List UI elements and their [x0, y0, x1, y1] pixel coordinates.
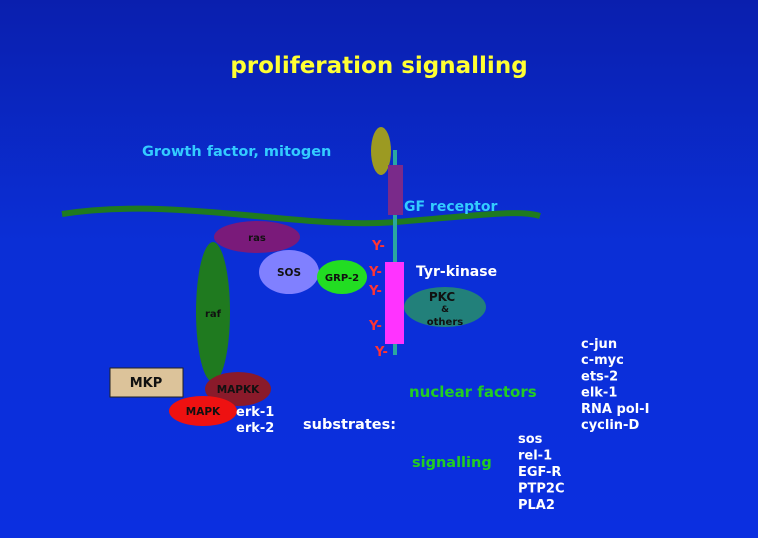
raf-shape [196, 242, 230, 382]
list-item: sos [518, 432, 543, 447]
phospho-y-mark: Y- [371, 239, 385, 254]
erk1-label: erk-1 [236, 405, 274, 420]
growth-factor-ligand [371, 127, 391, 175]
list-item: PTP2C [518, 482, 565, 497]
phospho-y-mark: Y- [368, 284, 382, 299]
phospho-y-mark: Y- [368, 319, 382, 334]
mapkk-label: MAPKK [217, 384, 260, 396]
list-item: EGF-R [518, 465, 561, 480]
mapkk-shape [205, 372, 271, 406]
mkp-box [109, 367, 184, 398]
mapk-shape [169, 396, 237, 426]
pkc-shape [404, 287, 486, 327]
tyr-kinase-label: Tyr-kinase [416, 264, 497, 280]
list-item: elk-1 [581, 386, 617, 401]
pkc-amp-label: & [441, 305, 449, 315]
ras-label: ras [248, 233, 266, 244]
ras-shape [214, 221, 300, 253]
mkp-label: MKP [130, 376, 163, 391]
list-item: c-jun [581, 337, 617, 352]
substrates-label: substrates: [303, 417, 396, 433]
phospho-y-mark: Y- [374, 345, 388, 360]
pkc-label: PKC [429, 290, 456, 304]
raf-label: raf [205, 309, 222, 320]
list-item: rel-1 [518, 449, 552, 464]
phospho-y-mark: Y- [368, 265, 382, 280]
mapk-label: MAPK [186, 406, 221, 418]
list-item: PLA2 [518, 498, 555, 513]
grp2-shape [317, 260, 367, 294]
sos-label: SOS [277, 267, 301, 279]
grp2-label: GRP-2 [325, 273, 359, 284]
cell-membrane [61, 205, 541, 227]
growth-factor-label: Growth factor, mitogen [142, 144, 331, 160]
list-item: c-myc [581, 353, 624, 368]
erk2-label: erk-2 [236, 421, 274, 436]
list-item: cyclin-D [581, 418, 639, 433]
diagram-title: proliferation signalling [230, 53, 527, 79]
pkc-others-label: others [427, 317, 463, 328]
signalling-label: signalling [412, 455, 492, 471]
gf-receptor-label: GF receptor [404, 199, 497, 215]
nuclear-factors-label: nuclear factors [409, 383, 537, 401]
sos-shape [259, 250, 319, 294]
list-item: RNA pol-I [581, 402, 649, 417]
tyr-kinase-bar [385, 262, 404, 344]
gf-receptor-block [388, 165, 403, 215]
list-item: ets-2 [581, 369, 618, 384]
